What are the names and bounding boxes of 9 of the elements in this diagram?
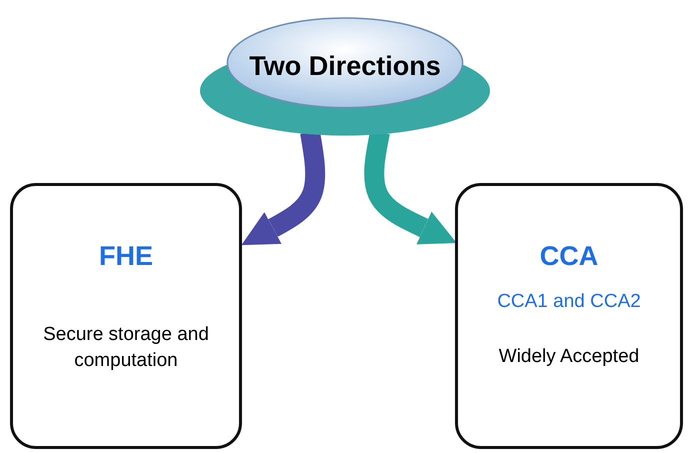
subheading-text: CCA1 and CCA2	[496, 290, 642, 314]
title-text: Two Directions	[248, 50, 442, 83]
heading-text: CCA	[538, 240, 600, 273]
description-text: Widely Accepted	[498, 345, 640, 369]
content-box	[10, 183, 242, 449]
content-box	[455, 183, 683, 449]
heading-text: FHE	[98, 240, 154, 273]
curved-arrow	[241, 130, 326, 246]
description-text: Secure storage and computation	[42, 323, 210, 373]
